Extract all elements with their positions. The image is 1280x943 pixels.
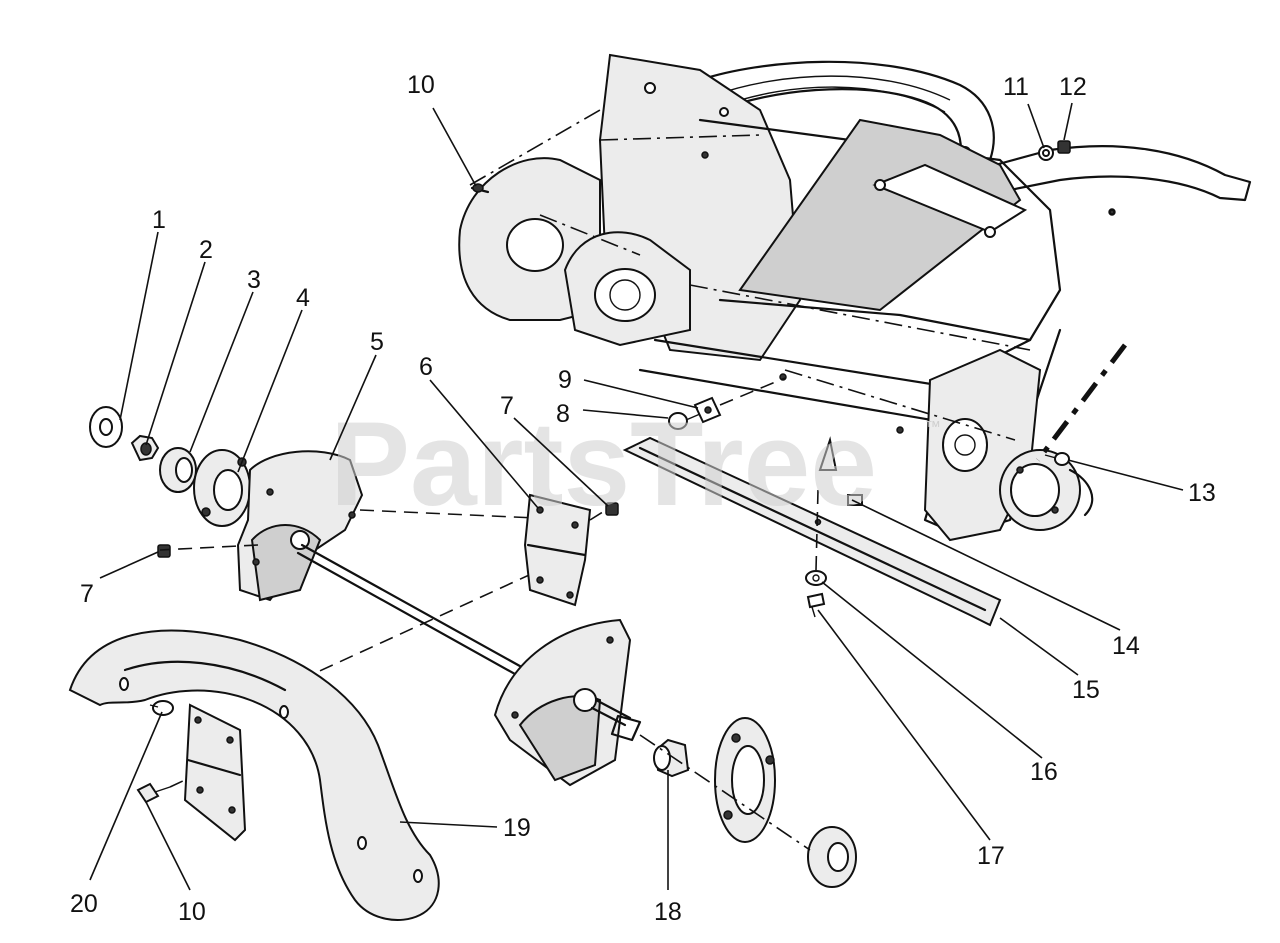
- callout-5: 5: [370, 328, 384, 356]
- callout-10-bottom: 10: [178, 898, 206, 926]
- bolt-16-17: [805, 489, 827, 618]
- callout-10-top: 10: [407, 71, 435, 99]
- auger-housing: [458, 53, 1252, 542]
- callout-4: 4: [296, 284, 310, 312]
- callout-7-left: 7: [80, 580, 94, 608]
- leader-lines: [89, 102, 1184, 891]
- callout-3: 3: [247, 266, 261, 294]
- callout-9: 9: [558, 366, 572, 394]
- callout-15: 15: [1072, 676, 1100, 704]
- callout-6: 6: [419, 353, 433, 381]
- callout-19: 19: [503, 814, 531, 842]
- auger-end-plate-left: [159, 450, 364, 602]
- hub-parts-right: [639, 717, 857, 888]
- callout-labels: 1 2 3 4 5 6 7 7 8 9 10 10 11 12 13 14 15…: [70, 71, 1216, 926]
- auger-shaft: [296, 509, 581, 690]
- watermark-trademark: ™: [925, 419, 941, 436]
- callout-11: 11: [1003, 73, 1029, 101]
- callout-13: 13: [1188, 479, 1216, 507]
- auger-end-plate-right: [493, 618, 642, 787]
- callout-2: 2: [199, 236, 213, 264]
- auger-flight: [68, 629, 440, 921]
- callout-7-top: 7: [500, 392, 514, 420]
- watermark: PartsTree: [330, 397, 877, 531]
- callout-12: 12: [1059, 73, 1087, 101]
- scraper-bar: [622, 436, 1002, 627]
- callout-8: 8: [556, 400, 570, 428]
- auger-clip-6: [523, 493, 619, 607]
- callout-18: 18: [654, 898, 682, 926]
- callout-16: 16: [1030, 758, 1058, 786]
- bolt-10-top: [470, 183, 490, 194]
- carriage-bolt-plate: [668, 377, 786, 430]
- callout-17: 17: [977, 842, 1005, 870]
- callout-14: 14: [1112, 632, 1140, 660]
- callout-20: 20: [70, 890, 98, 918]
- callout-1: 1: [152, 206, 166, 234]
- nut-washer-11-12: [1038, 140, 1071, 161]
- bolt-13: [1044, 452, 1070, 466]
- hub-parts-left: [89, 406, 251, 558]
